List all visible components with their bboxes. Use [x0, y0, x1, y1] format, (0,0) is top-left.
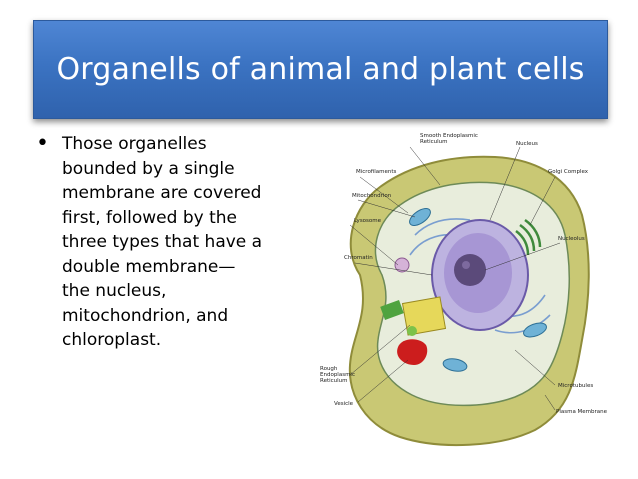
label-chromatin: Chromatin	[344, 255, 373, 261]
label-microfilaments: Microfilaments	[356, 169, 397, 175]
slide-title: Organells of animal and plant cells	[56, 52, 585, 87]
green-organelle	[380, 300, 404, 320]
label-nucleolus: Nucleolus	[558, 236, 585, 242]
label-mitochondrion: Mitochondrion	[352, 193, 392, 199]
rough-er-block	[401, 296, 447, 336]
vesicle	[397, 339, 428, 365]
label-nucleus: Nucleus	[516, 141, 538, 147]
label-lysosome: Lysosome	[354, 218, 382, 224]
title-bar: Organells of animal and plant cells	[33, 20, 608, 119]
label-plasma-membrane: Plasma Membrane	[556, 409, 608, 415]
label-microtubules: Microtubules	[558, 383, 593, 389]
lysosome	[394, 257, 410, 273]
bullet-marker: •	[36, 131, 49, 156]
label-golgi: Golgi Complex	[548, 169, 589, 175]
nucleolus	[454, 254, 486, 286]
golgi-complex	[515, 218, 542, 256]
label-vesicle: Vesicle	[334, 401, 354, 407]
endoplasmic-reticulum	[409, 218, 551, 334]
mitochondrion	[409, 208, 431, 226]
bullet-text: Those organelles bounded by a single mem…	[62, 134, 263, 350]
